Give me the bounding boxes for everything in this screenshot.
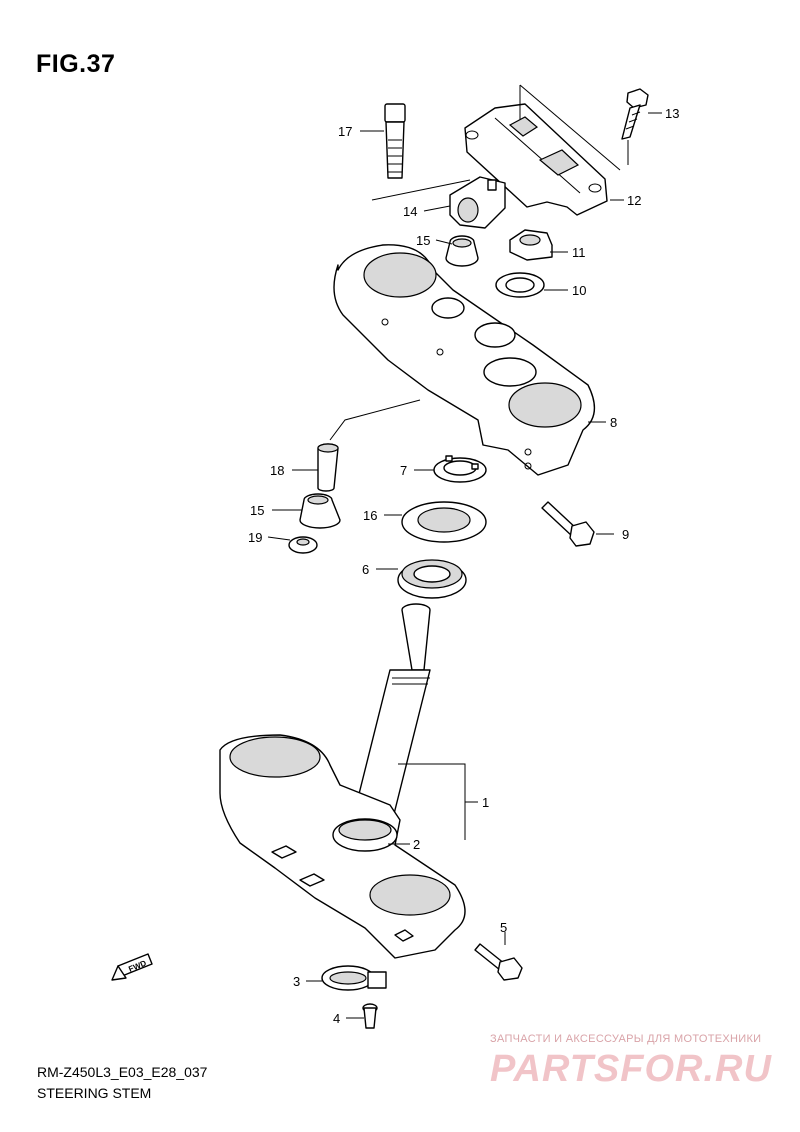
- callout-15-lower: 15: [250, 503, 264, 518]
- part-14-holder: [449, 176, 506, 229]
- callout-9: 9: [622, 527, 629, 542]
- callout-19: 19: [248, 530, 262, 545]
- callout-2: 2: [413, 837, 420, 852]
- callout-4: 4: [333, 1011, 340, 1026]
- callout-14: 14: [403, 204, 417, 219]
- part-15-rubber-upper: [445, 235, 479, 267]
- figure-title: FIG.37: [36, 50, 116, 78]
- watermark-logo: PARTSFOR.RU: [490, 1048, 772, 1090]
- callout-12: 12: [627, 193, 641, 208]
- callout-8: 8: [610, 415, 617, 430]
- part-7-locknut: [433, 455, 487, 483]
- callout-leaders: [267, 112, 662, 1019]
- watermark-tagline: ЗАПЧАСТИ И АКСЕССУАРЫ ДЛЯ МОТОТЕХНИКИ: [490, 1033, 762, 1045]
- callout-7: 7: [400, 463, 407, 478]
- callout-6: 6: [362, 562, 369, 577]
- callout-5: 5: [500, 920, 507, 935]
- diagram-caption: STEERING STEM: [37, 1085, 152, 1101]
- part-15-rubber-lower: [299, 493, 341, 529]
- part-13-bolt: [621, 88, 649, 140]
- part-9-bolt: [541, 501, 595, 547]
- callout-11: 11: [572, 245, 586, 260]
- assembly-lines: [329, 84, 629, 441]
- part-10-washer: [495, 272, 545, 298]
- part-12-handlebar-holder: [464, 103, 608, 216]
- part-8-upper-bracket: [333, 244, 596, 476]
- callout-1: 1: [482, 795, 489, 810]
- fwd-arrow-icon: FWD: [111, 953, 153, 981]
- part-1-steering-stem: [219, 603, 466, 959]
- part-11-nut: [509, 229, 553, 261]
- callout-3: 3: [293, 974, 300, 989]
- part-18-pin: [317, 443, 339, 492]
- callout-16: 16: [363, 508, 377, 523]
- callout-10: 10: [572, 283, 586, 298]
- part-16-seal: [401, 501, 487, 543]
- part-3-clamp: [321, 965, 387, 991]
- callout-15-upper: 15: [416, 233, 430, 248]
- part-6-bearing: [397, 559, 467, 599]
- part-4-screw: [362, 1003, 378, 1029]
- model-code: RM-Z450L3_E03_E28_037: [37, 1064, 208, 1080]
- part-19-grommet: [288, 536, 318, 554]
- callout-numbers: 1 2 3 4 5 6 7 8 9 10 11 12 13 14 15 15 1…: [248, 106, 679, 1026]
- callout-13: 13: [665, 106, 679, 121]
- part-5-bolt: [474, 943, 523, 981]
- callout-18: 18: [270, 463, 284, 478]
- callout-17: 17: [338, 124, 352, 139]
- part-17-bolt: [384, 103, 406, 179]
